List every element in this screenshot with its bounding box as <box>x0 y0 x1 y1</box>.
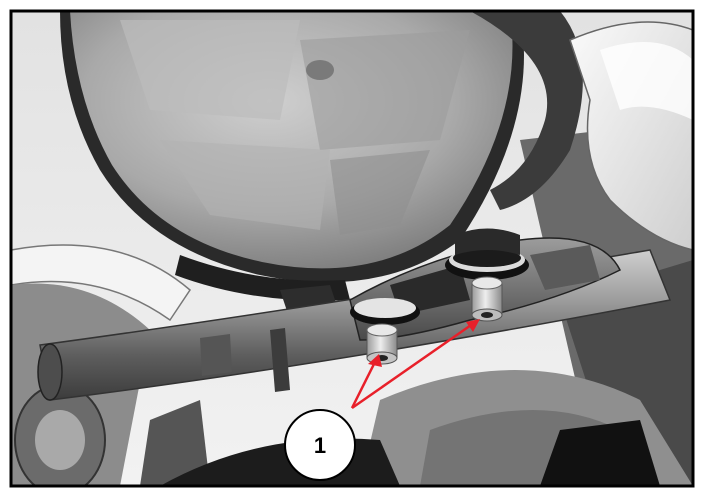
arrow-to-left-bolt <box>350 359 378 409</box>
arrowhead-left-icon <box>368 354 382 367</box>
callout-arrows <box>350 321 475 410</box>
arrowhead-right-icon <box>466 319 480 332</box>
arrow-to-right-bolt <box>351 321 475 410</box>
callout-1: 1 <box>284 409 356 481</box>
figure-frame <box>9 9 695 488</box>
callout-label: 1 <box>314 433 326 458</box>
render-scene: 1 <box>11 11 693 486</box>
left-guard <box>11 244 191 322</box>
